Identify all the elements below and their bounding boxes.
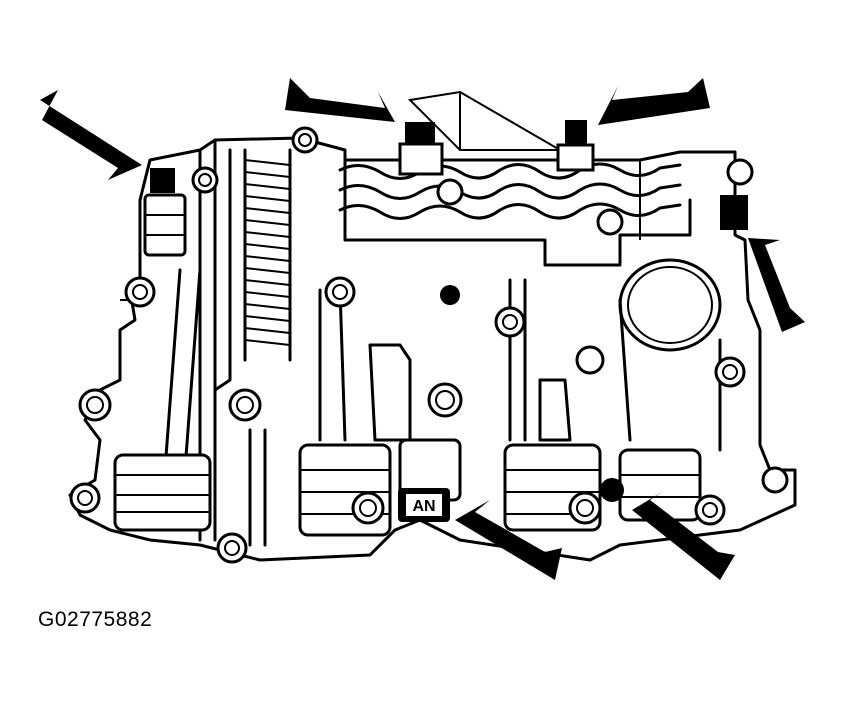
bolt [228,388,262,422]
bolt [596,208,624,236]
bolt [436,178,464,206]
solenoid-connectors [143,120,748,257]
bolt [291,126,319,154]
arrow-right [748,238,805,332]
upper-plate [338,90,682,220]
bolt [575,345,605,375]
bolt [694,494,726,526]
bolt [427,382,463,418]
bolt [69,482,101,514]
arrow-top-center [285,78,395,122]
accumulator-port [618,258,722,352]
bolt [726,158,754,186]
bolt [78,388,112,422]
bolt [351,491,385,525]
bolt [124,276,156,308]
bolt [440,285,460,305]
bolt [191,166,219,194]
arrow-bottom-right [632,492,735,580]
callout-arrows [40,78,805,580]
bolt [568,491,602,525]
bolt [494,306,526,338]
figure-caption: G02775882 [38,608,153,631]
mounting-bolts [69,126,789,564]
internal-passages [163,268,722,547]
bolt [714,356,746,388]
bolt [216,532,248,564]
arrow-top-right [598,78,710,125]
arrow-top-left [40,90,142,180]
connector-label: AN [412,498,435,515]
bolt [600,478,624,502]
an-connector: AN [398,488,450,522]
coil-spring [213,148,292,422]
bolt [761,466,789,494]
bolt [324,276,356,308]
arrow-bottom-center [455,500,562,580]
